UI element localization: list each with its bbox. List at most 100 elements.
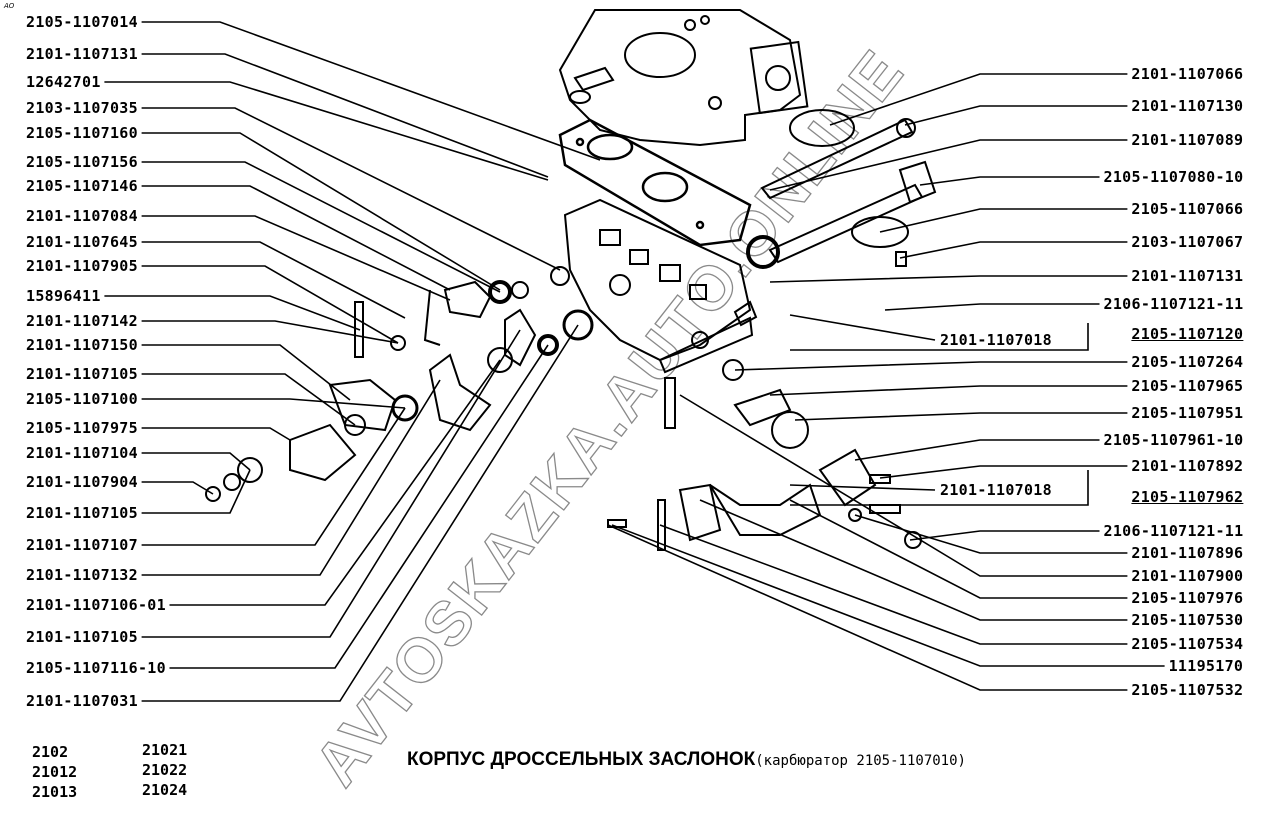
part-label-left: 2101-1107106-01 [26,596,166,614]
primary-shaft [760,118,914,200]
leader-line [141,320,399,344]
part-label-left: 2101-1107645 [26,233,138,251]
part-label-left: 2101-1107031 [26,692,138,710]
leader-line [141,481,214,495]
leader-line [769,275,1128,283]
nut [390,335,406,351]
gasket-plate [558,118,752,247]
sector [504,308,537,367]
leader-line [659,524,1128,645]
assembly-label: 2105-1107962 [1131,488,1244,506]
pump-cover [771,411,809,449]
carburetor-upper-body [558,9,809,147]
leader-line [141,329,521,638]
leader-line [789,499,1128,599]
part-label-left: 2105-1107160 [26,124,138,142]
part-label-left: 2101-1107131 [26,45,138,63]
part-label-right: 2105-1107534 [1131,635,1244,653]
bracket-box-line [790,470,1089,506]
part-label-left: 2103-1107035 [26,99,138,117]
model-item: 21022 [142,761,188,779]
leader-line [141,53,549,178]
leader-line [769,139,1128,191]
leader-line [141,241,406,319]
pin [657,499,666,551]
boxed-label-1: 2101-1107018 [940,331,1052,349]
leader-line [794,412,1128,421]
part-label-left: 2101-1107104 [26,444,138,462]
part-label-right: 2105-1107976 [1131,589,1244,607]
leader-line [141,215,451,301]
leader-line [141,185,451,291]
bushing [562,309,594,341]
leader-line [141,379,441,576]
part-label-left: 2105-1107014 [26,13,138,31]
part-label-right: 2106-1107121-11 [1103,522,1244,540]
part-label-right: 2105-1107965 [1131,377,1244,395]
part-label-right: 2105-1107066 [1131,200,1244,218]
leader-line [679,394,1128,577]
part-label-left: 12642701 [26,73,101,91]
mounting-bracket [709,483,822,536]
leader-line [879,208,1128,233]
bracket-box-line [790,323,1089,351]
lever-upper [443,280,492,319]
leader-line [141,107,561,271]
leader-line [104,295,361,331]
leader-line [141,452,251,471]
part-label-right: 2105-1107532 [1131,681,1244,699]
part-label-left: 2101-1107905 [26,257,138,275]
model-list-col1: 2102 21012 21013 [32,742,77,802]
part-label-left: 2101-1107150 [26,336,138,354]
model-item: 21013 [32,783,78,801]
lock-nut [205,486,221,502]
rod [423,289,441,346]
part-label-right: 2105-1107080-10 [1103,168,1244,186]
leader-line [699,499,1128,621]
part-label-left: 2105-1107156 [26,153,138,171]
part-label-right: 2101-1107131 [1131,267,1244,285]
part-label-left: 2105-1107116-10 [26,659,166,677]
part-label-right: 2103-1107067 [1131,233,1244,251]
leader-line [879,465,1128,479]
leader-line [169,359,501,606]
boxed-label-2: 2101-1107018 [940,481,1052,499]
leader-line [789,314,936,341]
plate [289,423,357,482]
leader-line [141,407,406,546]
leader-line [141,21,601,161]
leader-line [141,373,356,426]
leader-line [141,265,399,344]
leader-line [904,105,1128,126]
part-label-left: 2101-1107904 [26,473,138,491]
lever-cluster [205,266,594,502]
part-label-left: 2101-1107142 [26,312,138,330]
accelerator-gasket [733,388,792,427]
part-label-left: 2101-1107084 [26,207,138,225]
part-label-right: 2101-1107130 [1131,97,1244,115]
leader-line [829,73,1128,126]
part-label-right: 11195170 [1168,657,1244,675]
leader-line [769,385,1128,396]
title-subtitle: (карбюратор 2105-1107010) [755,753,966,769]
leader-line [611,524,1165,667]
model-item: 21024 [142,781,188,799]
part-label-right: 2101-1107066 [1131,65,1244,83]
watermark-text: AVTOSKAZKA.AUTO.ONLINE [302,37,918,798]
part-label-right: 2101-1107089 [1131,131,1244,149]
part-label-right: 2106-1107121-11 [1103,295,1244,313]
leader-line [909,530,1100,541]
throttle-disc-primary [789,109,855,147]
model-list-col2: 21021 21022 21024 [142,740,187,800]
throttle-disc-secondary [851,216,909,248]
model-item: 21021 [142,741,188,759]
leader-line [919,176,1100,186]
part-label-left: 2105-1107975 [26,419,138,437]
part-label-left: 2101-1107132 [26,566,138,584]
bolt [664,377,676,429]
part-label-left: 2101-1107105 [26,628,138,646]
lever-middle [428,353,492,432]
leader-line [141,398,406,409]
